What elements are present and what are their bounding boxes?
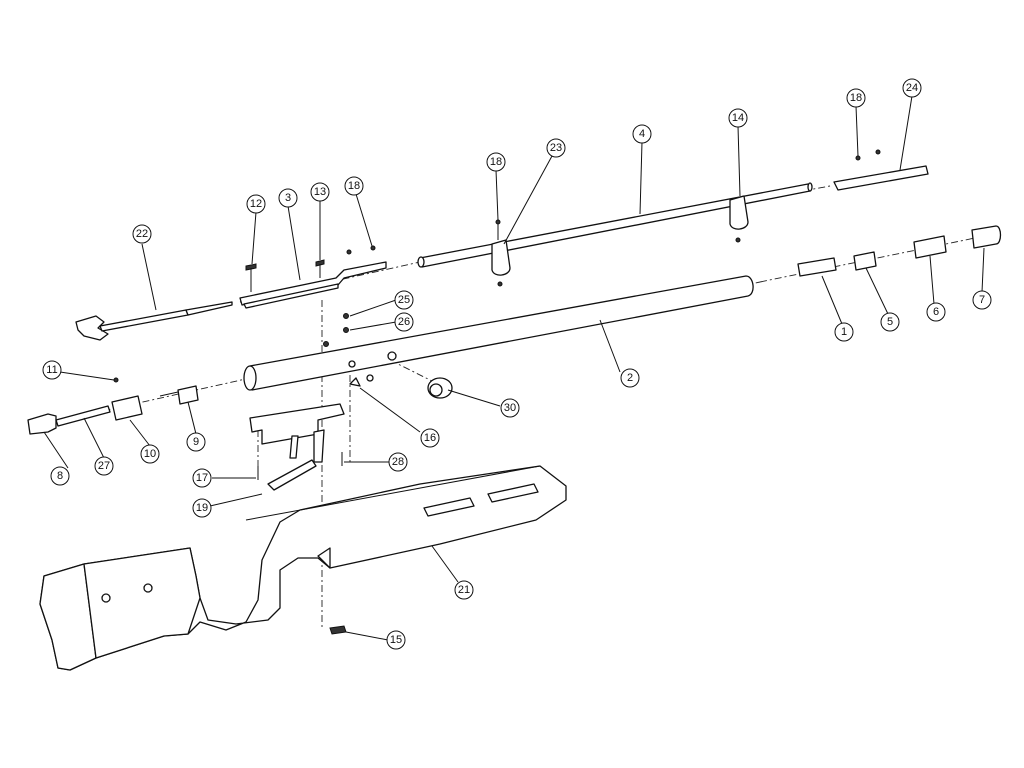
svg-text:5: 5 [887,316,893,328]
callout-1: 1 [834,322,854,342]
svg-text:12: 12 [250,198,262,210]
svg-text:28: 28 [392,456,404,468]
barrel-band-rear [491,219,511,287]
callout-19: 19 [192,498,212,518]
svg-text:22: 22 [136,228,148,240]
callout-18-rear: 18 [344,176,364,196]
stock [39,465,567,671]
svg-text:30: 30 [504,402,516,414]
pin [349,374,374,387]
callout-6: 6 [926,302,946,322]
svg-text:18: 18 [348,180,360,192]
svg-text:7: 7 [979,294,985,306]
callout-12: 12 [246,194,266,214]
svg-text:18: 18 [850,92,862,104]
callout-28: 28 [388,452,408,472]
svg-text:18: 18 [490,156,502,168]
callout-27: 27 [94,456,114,476]
callout-17: 17 [192,468,212,488]
svg-text:27: 27 [98,460,110,472]
callout-11: 11 [42,360,62,380]
svg-text:9: 9 [193,436,199,448]
svg-text:3: 3 [285,192,291,204]
callout-18-mid: 18 [486,152,506,172]
callout-23: 23 [546,138,566,158]
callout-22: 22 [132,224,152,244]
knob [427,377,453,399]
svg-text:23: 23 [550,142,562,154]
front-sight-rail [833,149,929,191]
callout-16: 16 [420,428,440,448]
svg-text:13: 13 [314,186,326,198]
svg-text:15: 15 [390,634,402,646]
callout-2: 2 [620,368,640,388]
svg-text:6: 6 [933,306,939,318]
svg-text:4: 4 [639,128,645,140]
muzzle-components [797,225,1002,277]
svg-text:1: 1 [841,326,847,338]
callout-21: 21 [454,580,474,600]
receiver-tube [243,275,754,391]
callout-balloons: 22 12 3 13 18 18 23 4 14 18 24 1 5 6 7 2… [42,78,992,650]
callout-15: 15 [386,630,406,650]
callout-26: 26 [394,312,414,332]
callout-5: 5 [880,312,900,332]
callout-4: 4 [632,124,652,144]
callout-8: 8 [50,466,70,486]
bolt-assembly [75,301,233,341]
barrel [417,182,813,268]
svg-text:24: 24 [906,82,918,94]
svg-text:10: 10 [144,448,156,460]
callout-18-front: 18 [846,88,866,108]
barrel-band-front [729,195,749,243]
callout-leaders [43,95,985,641]
callout-30: 30 [500,398,520,418]
callout-24: 24 [902,78,922,98]
stock-screw [329,625,347,635]
svg-text:11: 11 [46,364,57,376]
callout-25: 25 [394,290,414,310]
callout-10: 10 [140,444,160,464]
svg-text:21: 21 [458,584,470,596]
callout-13: 13 [310,182,330,202]
callout-7: 7 [972,290,992,310]
svg-text:2: 2 [627,372,633,384]
trigger-assembly [249,403,345,491]
rear-spring-assembly [27,377,199,435]
svg-text:8: 8 [57,470,63,482]
svg-text:25: 25 [398,294,410,306]
svg-text:19: 19 [196,502,208,514]
callout-14: 14 [728,108,748,128]
rear-scope-rail [239,245,387,309]
svg-text:14: 14 [732,112,744,124]
callout-3: 3 [278,188,298,208]
svg-text:26: 26 [398,316,410,328]
svg-text:16: 16 [424,432,436,444]
small-screws [343,313,349,333]
callout-9: 9 [186,432,206,452]
svg-text:17: 17 [196,472,208,484]
